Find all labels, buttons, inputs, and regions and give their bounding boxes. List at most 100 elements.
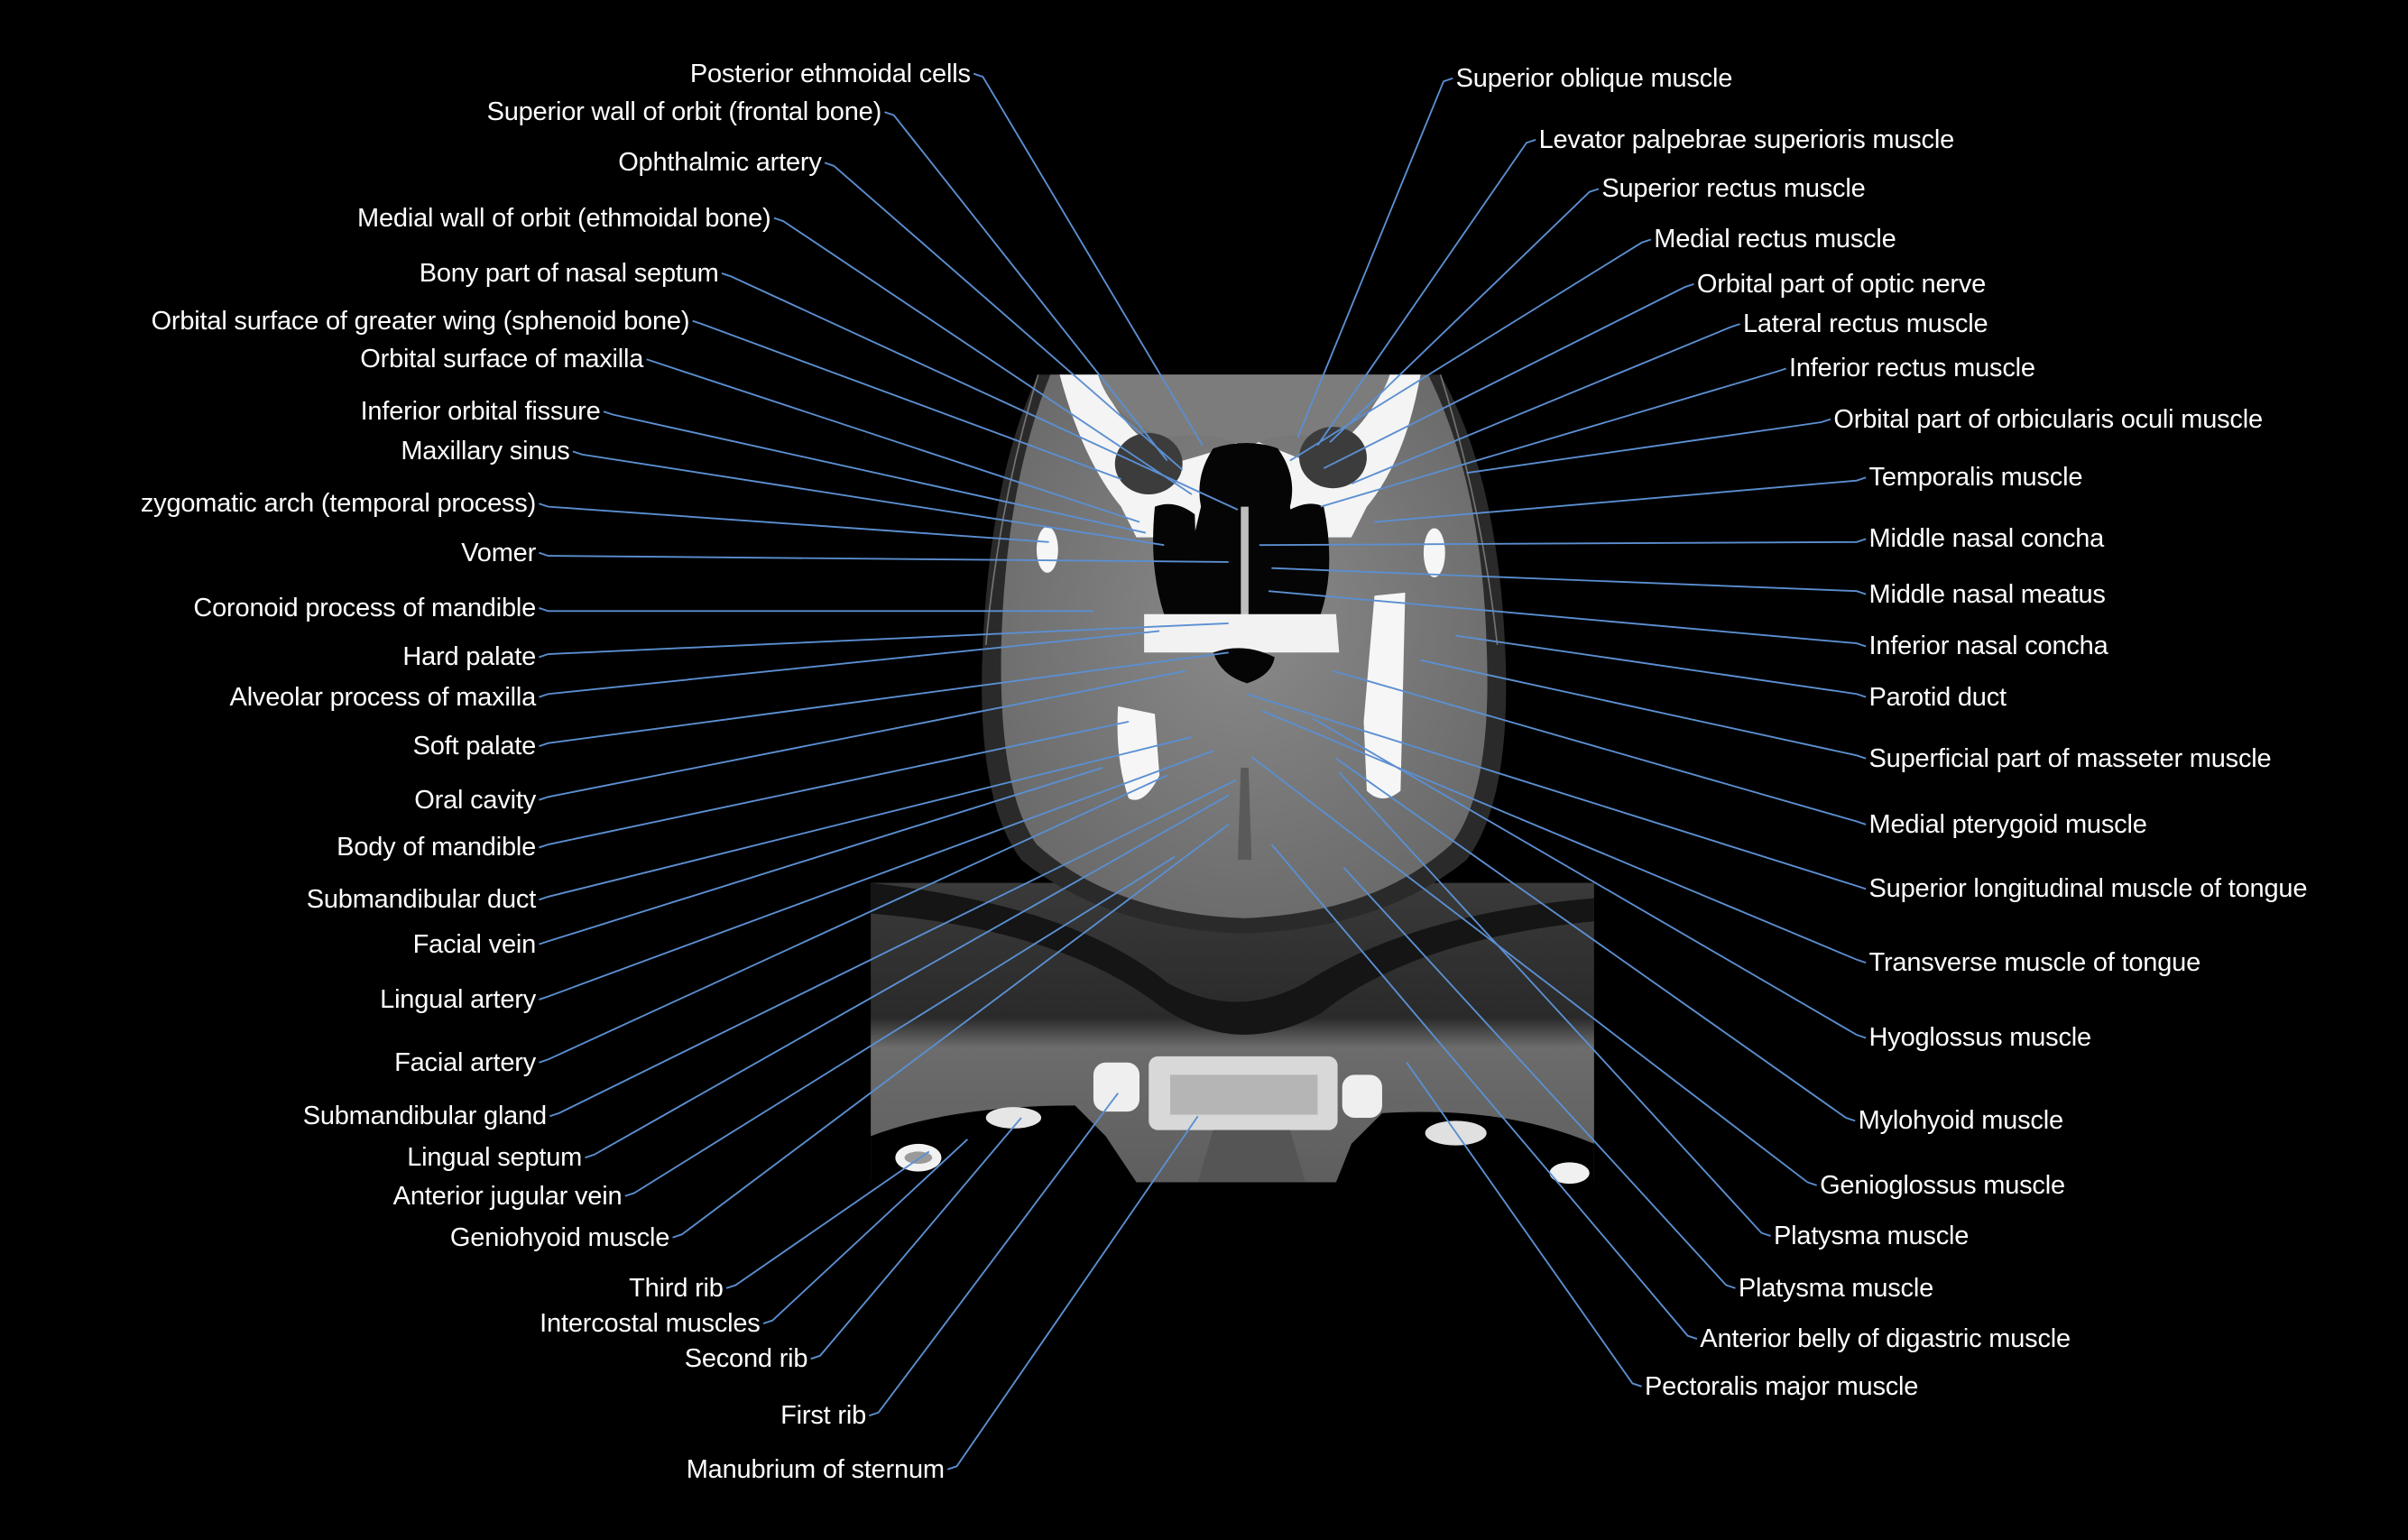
leader-line	[721, 272, 1239, 511]
leader-line	[773, 217, 1193, 495]
anatomy-label: Temporalis muscle	[1868, 463, 2083, 493]
anatomy-label: zygomatic arch (temporal process)	[140, 489, 537, 519]
anatomy-label: Superior longitudinal muscle of tongue	[1868, 874, 2308, 904]
leader-line	[539, 607, 1093, 613]
leader-line	[1374, 476, 1867, 523]
leader-line	[539, 503, 1049, 543]
leader-line	[1261, 710, 1867, 964]
leader-line	[539, 630, 1160, 698]
leader-line	[1246, 693, 1867, 890]
anatomy-label: Oral cavity	[414, 785, 537, 815]
anatomy-label: Middle nasal meatus	[1868, 579, 2106, 609]
leader-line	[539, 736, 1193, 901]
anatomy-label: Pectoralis major muscle	[1645, 1371, 1919, 1401]
anatomy-label: Submandibular gland	[302, 1102, 547, 1131]
leader-line	[1289, 238, 1652, 462]
leader-line	[946, 1115, 1199, 1471]
anatomy-label: Superior wall of orbit (frontal bone)	[486, 97, 882, 127]
anatomy-label: Body of mandible	[337, 833, 537, 862]
anatomy-label: Platysma muscle	[1774, 1222, 1970, 1251]
leader-line	[1420, 659, 1867, 760]
leader-line	[672, 824, 1230, 1239]
anatomy-label: Soft palate	[412, 732, 537, 761]
anatomy-label: Second rib	[684, 1344, 808, 1374]
leader-line	[624, 855, 1176, 1197]
anatomy-label: Hard palate	[402, 642, 537, 672]
head-region	[982, 374, 1507, 934]
leader-line	[646, 358, 1140, 523]
anatomy-label: Orbital part of optic nerve	[1696, 269, 1987, 299]
anatomy-label: Platysma muscle	[1738, 1273, 1934, 1303]
leader-line	[1296, 77, 1453, 438]
leader-line	[539, 551, 1229, 563]
anatomy-label: Inferior nasal concha	[1868, 632, 2108, 661]
leader-line	[539, 669, 1186, 801]
anatomy-label: Superior rectus muscle	[1601, 174, 1866, 204]
leader-line	[1329, 188, 1600, 443]
leader-line	[585, 794, 1230, 1159]
anatomy-label: Genioglossus muscle	[1820, 1170, 2065, 1200]
anatomy-label: Maxillary sinus	[401, 437, 570, 466]
anatomy-label: Facial artery	[394, 1047, 537, 1077]
leader-line	[762, 1139, 969, 1324]
anatomy-label: Vomer	[461, 538, 537, 567]
leader-line	[572, 450, 1165, 547]
anatomy-label: Inferior orbital fissure	[360, 397, 601, 427]
anatomy-label: Levator palpebrae superioris muscle	[1538, 124, 1955, 154]
leader-line	[1335, 757, 1856, 1122]
leader-lines	[539, 72, 1867, 1471]
leader-line	[692, 319, 1121, 480]
leader-line	[1323, 282, 1694, 469]
anatomy-label: Medial rectus muscle	[1654, 225, 1896, 254]
anatomy-label: Mylohyoid muscle	[1858, 1106, 2063, 1136]
leader-line	[539, 767, 1103, 945]
anatomy-label: Lingual septum	[407, 1143, 583, 1173]
leader-line	[1268, 590, 1867, 648]
anatomy-label: Transverse muscle of tongue	[1868, 948, 2201, 978]
leader-line	[1455, 634, 1867, 698]
leader-line	[1351, 323, 1740, 484]
leader-line	[539, 774, 1168, 1064]
anatomy-label: Intercostal muscles	[540, 1309, 761, 1339]
leader-line	[539, 720, 1130, 849]
anatomy-label: First rib	[780, 1401, 867, 1431]
anatomy-label: Superficial part of masseter muscle	[1868, 743, 2272, 773]
anatomy-label: Middle nasal concha	[1868, 524, 2105, 554]
anatomy-label: Ophthalmic artery	[618, 148, 822, 178]
leader-line	[1320, 367, 1786, 508]
leader-line	[824, 161, 1184, 471]
anatomy-label: Bony part of nasal septum	[419, 258, 719, 288]
leader-line	[973, 72, 1204, 447]
anatomy-label: Medial pterygoid muscle	[1868, 809, 2147, 839]
anatomy-label: Inferior rectus muscle	[1789, 354, 2035, 383]
anatomy-label: Lateral rectus muscle	[1742, 309, 1988, 339]
anatomy-label: Third rib	[629, 1273, 724, 1303]
leader-line	[884, 111, 1168, 462]
anatomy-label: Manubrium of sternum	[686, 1454, 945, 1484]
anatomy-label: Geniohyoid muscle	[449, 1222, 670, 1252]
leader-line	[539, 622, 1229, 659]
anatomy-label: Hyoglossus muscle	[1868, 1023, 2092, 1053]
leader-line	[1338, 771, 1771, 1237]
leader-line	[603, 410, 1147, 534]
leader-line	[549, 779, 1237, 1118]
leader-line	[1271, 567, 1867, 595]
anatomy-label: Posterior ethmoidal cells	[689, 59, 971, 88]
leader-line	[1316, 138, 1536, 447]
leader-line	[1259, 538, 1867, 547]
leader-line	[1270, 844, 1698, 1340]
anatomy-label: Orbital surface of maxilla	[360, 345, 644, 374]
leader-line	[1312, 717, 1867, 1039]
anatomy-label: Orbital surface of greater wing (sphenoi…	[151, 306, 690, 336]
anatomy-label: Facial vein	[412, 929, 537, 959]
leader-line	[539, 651, 1229, 748]
leader-line	[1342, 866, 1736, 1289]
anatomy-label: Anterior jugular vein	[392, 1181, 623, 1211]
leader-line	[1250, 756, 1817, 1186]
anatomy-label: Medial wall of orbit (ethmoidal bone)	[357, 203, 771, 233]
leader-line	[1406, 1062, 1642, 1388]
anatomy-label: Orbital part of orbicularis oculi muscle	[1833, 404, 2263, 434]
leader-line	[539, 750, 1214, 1001]
